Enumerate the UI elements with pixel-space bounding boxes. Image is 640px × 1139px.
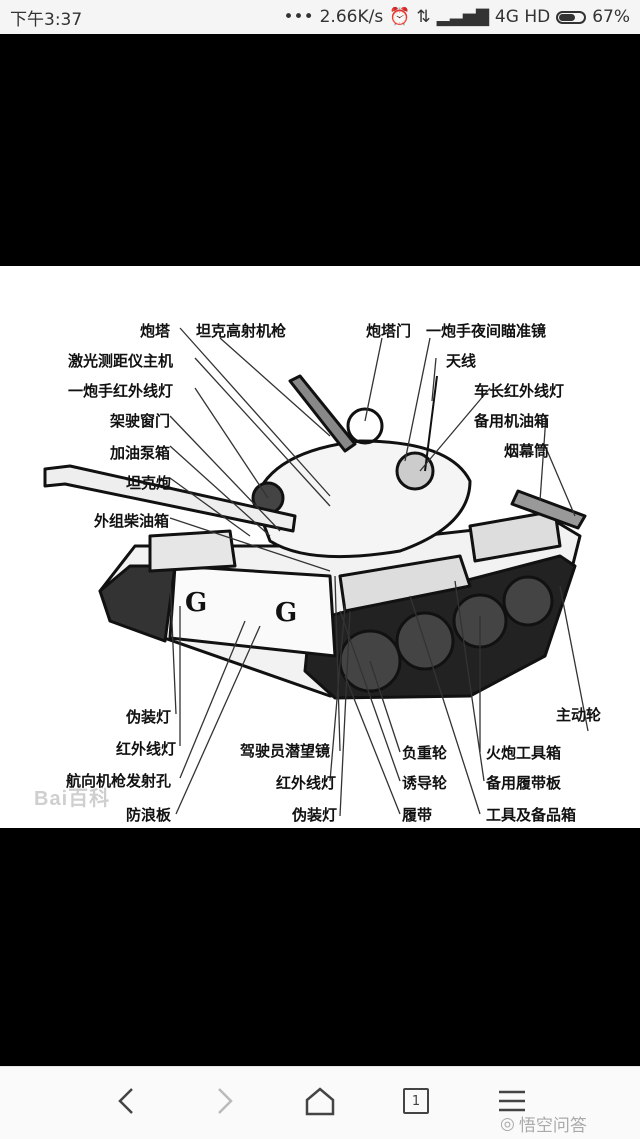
label-camo-light-mid: 伪装灯 xyxy=(292,806,338,824)
tank-illustration: G G xyxy=(43,327,589,817)
chevron-right-icon xyxy=(218,1088,233,1114)
chevron-left-icon xyxy=(118,1088,133,1114)
label-ir-light-mid: 红外线灯 xyxy=(276,774,337,792)
label-turret: 炮塔 xyxy=(140,322,171,340)
watermark: Bai百科 xyxy=(34,788,111,810)
battery-icon xyxy=(556,10,587,24)
home-button[interactable] xyxy=(298,1079,342,1123)
label-antenna: 天线 xyxy=(446,352,477,370)
label-external-diesel-tank: 外组柴油箱 xyxy=(94,512,170,530)
network-speed: 2.66K/s xyxy=(319,7,384,27)
label-camo-light-left: 伪装灯 xyxy=(126,708,172,726)
label-drive-wheel: 主动轮 xyxy=(556,706,602,724)
network-type: 4G HD xyxy=(494,7,551,27)
menu-icon xyxy=(499,1090,525,1112)
svg-text:G: G xyxy=(275,598,297,628)
label-aa-machine-gun: 坦克高射机枪 xyxy=(196,322,287,340)
label-smoke-tube: 烟幕筒 xyxy=(504,442,550,460)
bottom-nav-bar: 1 ◎ 悟空问答 xyxy=(0,1066,640,1139)
image-viewer[interactable]: G G xyxy=(0,34,640,1066)
label-tank-gun: 坦克炮 xyxy=(126,474,172,492)
label-splash-board: 防浪板 xyxy=(126,806,172,824)
more-dots-icon: ••• xyxy=(283,7,314,27)
label-road-wheel: 负重轮 xyxy=(402,744,448,762)
menu-button[interactable] xyxy=(490,1079,534,1123)
brand-name: 悟空问答 xyxy=(518,1116,587,1136)
home-icon xyxy=(305,1087,335,1116)
label-hull-mg-port: 航向机枪发射孔 xyxy=(66,772,172,790)
label-idler-wheel: 诱导轮 xyxy=(402,774,448,792)
tab-count: 1 xyxy=(403,1088,429,1114)
svg-text:G: G xyxy=(185,588,207,618)
back-button[interactable] xyxy=(104,1079,148,1123)
tabs-button[interactable]: 1 xyxy=(394,1079,438,1123)
label-tool-spare-box: 工具及备品箱 xyxy=(486,806,577,824)
alarm-icon: ⏰ xyxy=(389,7,411,27)
brand-watermark: ◎ 悟空问答 xyxy=(500,1111,587,1137)
label-spare-oil-tank: 备用机油箱 xyxy=(474,412,550,430)
tank-diagram-image[interactable]: G G xyxy=(0,266,640,828)
label-laser-rangefinder: 激光测距仪主机 xyxy=(68,352,174,370)
label-spare-track-plate: 备用履带板 xyxy=(486,774,562,792)
brand-logo-icon: ◎ xyxy=(500,1113,515,1134)
label-commander-ir-light: 车长红外线灯 xyxy=(474,382,565,400)
status-icons: ••• 2.66K/s ⏰ ⇅ ▂▃▅▇ 4G HD 67% xyxy=(284,7,630,27)
forward-button[interactable] xyxy=(203,1079,247,1123)
clock: 下午3:37 xyxy=(10,9,83,30)
label-ir-light-left: 红外线灯 xyxy=(116,740,177,758)
label-gun-tool-box: 火炮工具箱 xyxy=(486,744,562,762)
label-driver-periscope: 驾驶员潜望镜 xyxy=(240,742,331,760)
label-fuel-pump-box: 加油泵箱 xyxy=(110,444,171,462)
label-gunner-ir-light: 一炮手红外线灯 xyxy=(68,382,174,400)
label-driver-hatch: 架驶窗门 xyxy=(110,412,171,430)
status-bar: 下午3:37 ••• 2.66K/s ⏰ ⇅ ▂▃▅▇ 4G HD 67% xyxy=(0,0,640,34)
battery-percent: 67% xyxy=(592,7,630,27)
signal-icon: ▂▃▅▇ xyxy=(436,7,489,27)
label-track: 履带 xyxy=(402,806,433,824)
label-turret-door: 炮塔门 xyxy=(366,322,412,340)
label-gunner-night-sight: 一炮手夜间瞄准镜 xyxy=(426,322,547,340)
data-arrows-icon: ⇅ xyxy=(416,7,431,27)
